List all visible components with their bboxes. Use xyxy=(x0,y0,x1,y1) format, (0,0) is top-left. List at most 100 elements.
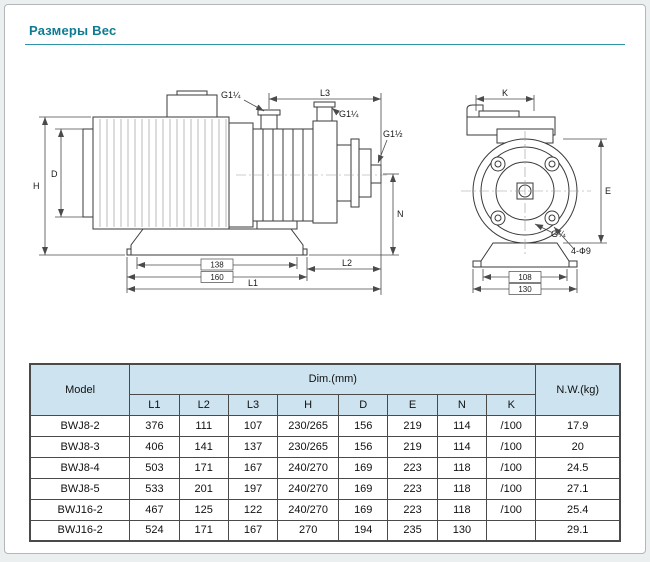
label-n: N xyxy=(397,209,404,219)
dim-cell: 240/270 xyxy=(277,498,340,521)
dim-cell: 156 xyxy=(338,414,389,437)
dim-cell: /100 xyxy=(486,498,537,521)
nw-header: N.W.(kg) xyxy=(535,363,621,416)
dim-cell: 467 xyxy=(129,498,180,521)
dim-cell: /100 xyxy=(486,414,537,437)
nw-cell: 20 xyxy=(535,435,621,458)
label-g1-quarter-top: G1¼ xyxy=(221,90,241,100)
dim-col-header-l2: L2 xyxy=(178,393,229,416)
dim-cell: 167 xyxy=(227,456,279,479)
label-160: 160 xyxy=(210,273,224,282)
page-title: Размеры Вес xyxy=(29,23,117,38)
motor-body xyxy=(82,90,230,230)
pump-drawing: H D L3 G1¼ xyxy=(33,88,611,295)
label-bolt-holes: 4-Ф9 xyxy=(571,246,591,256)
callout-g1-quarter-top: G1¼ xyxy=(221,90,265,112)
nw-cell: 17.9 xyxy=(535,414,621,437)
dim-cell: 230/265 xyxy=(277,435,340,458)
dim-cell: 376 xyxy=(129,414,180,437)
front-view: K E G¼ 4-Ф9 xyxy=(461,88,611,295)
dimension-l2: L2 xyxy=(307,258,381,272)
dim-cell: /100 xyxy=(486,456,537,479)
dim-cell: 118 xyxy=(436,477,488,500)
dim-cell: 169 xyxy=(338,456,389,479)
dim-cell xyxy=(486,519,537,542)
label-g1-quarter-mid: G1¼ xyxy=(339,109,359,119)
label-130: 130 xyxy=(518,285,532,294)
dimension-138: 138 xyxy=(136,257,298,271)
nw-cell: 29.1 xyxy=(535,519,621,542)
dim-group-header: Dim.(mm) xyxy=(129,363,537,395)
label-k: K xyxy=(502,88,508,98)
label-l2: L2 xyxy=(342,258,352,268)
model-cell: BWJ8-5 xyxy=(29,477,131,500)
dim-cell: 230/265 xyxy=(277,414,340,437)
table-header-group-row: Model Dim.(mm) N.W.(kg) xyxy=(29,363,621,416)
label-h: H xyxy=(33,181,40,191)
model-cell: BWJ16-2 xyxy=(29,519,131,542)
label-d: D xyxy=(51,169,58,179)
dim-cell: 141 xyxy=(178,435,229,458)
dim-cell: 503 xyxy=(129,456,180,479)
nw-cell: 27.1 xyxy=(535,477,621,500)
dim-cell: 137 xyxy=(227,435,279,458)
datasheet-page: Размеры Вес xyxy=(4,4,646,554)
dim-col-header-h: H xyxy=(277,393,340,416)
label-l3: L3 xyxy=(320,88,330,98)
pump-casing-front xyxy=(461,131,591,257)
front-feet xyxy=(472,242,578,268)
dim-cell: 118 xyxy=(436,456,488,479)
label-l1: L1 xyxy=(248,278,258,288)
model-header: Model xyxy=(29,363,131,416)
nw-cell: 24.5 xyxy=(535,456,621,479)
dim-cell: 406 xyxy=(129,435,180,458)
dim-cell: 219 xyxy=(387,435,438,458)
dim-cell: 240/270 xyxy=(277,477,340,500)
dim-cell: 111 xyxy=(178,414,229,437)
bolt-holes xyxy=(490,156,560,226)
dim-cell: 240/270 xyxy=(277,456,340,479)
technical-drawings: H D L3 G1¼ xyxy=(5,87,645,317)
dim-col-header-e: E xyxy=(387,393,438,416)
dim-cell: 201 xyxy=(178,477,229,500)
dimension-n: N xyxy=(309,173,404,256)
model-cell: BWJ8-2 xyxy=(29,414,131,437)
dim-cell: 130 xyxy=(436,519,488,542)
dimension-e: E xyxy=(563,138,611,244)
dim-col-header-n: N xyxy=(436,393,488,416)
dim-cell: 171 xyxy=(178,456,229,479)
callout-bolt-holes: 4-Ф9 xyxy=(553,226,591,256)
label-138: 138 xyxy=(210,261,224,270)
dim-cell: 194 xyxy=(338,519,389,542)
discharge-head xyxy=(312,120,338,224)
side-view: H D L3 G1¼ xyxy=(33,88,404,295)
pump-base xyxy=(126,220,308,256)
dim-cell: 235 xyxy=(387,519,438,542)
dim-cell: 167 xyxy=(227,519,279,542)
dim-cell: 169 xyxy=(338,498,389,521)
dim-cell: 114 xyxy=(436,435,488,458)
dimension-d: D xyxy=(51,128,83,218)
label-e: E xyxy=(605,186,611,196)
dim-cell: 533 xyxy=(129,477,180,500)
suction-port-cap xyxy=(257,109,281,116)
dim-cell: 107 xyxy=(227,414,279,437)
model-cell: BWJ8-3 xyxy=(29,435,131,458)
terminal-box xyxy=(166,94,218,118)
dim-cell: 122 xyxy=(227,498,279,521)
top-port xyxy=(316,106,333,122)
dimension-l3: L3 xyxy=(268,88,382,295)
dim-cell: 125 xyxy=(178,498,229,521)
discharge-pipe xyxy=(370,164,382,184)
dim-col-header-k: K xyxy=(486,393,537,416)
dimension-l1: L1 xyxy=(127,278,381,292)
dim-col-header-l1: L1 xyxy=(129,393,180,416)
callout-g1-half: G1½ xyxy=(377,129,403,164)
